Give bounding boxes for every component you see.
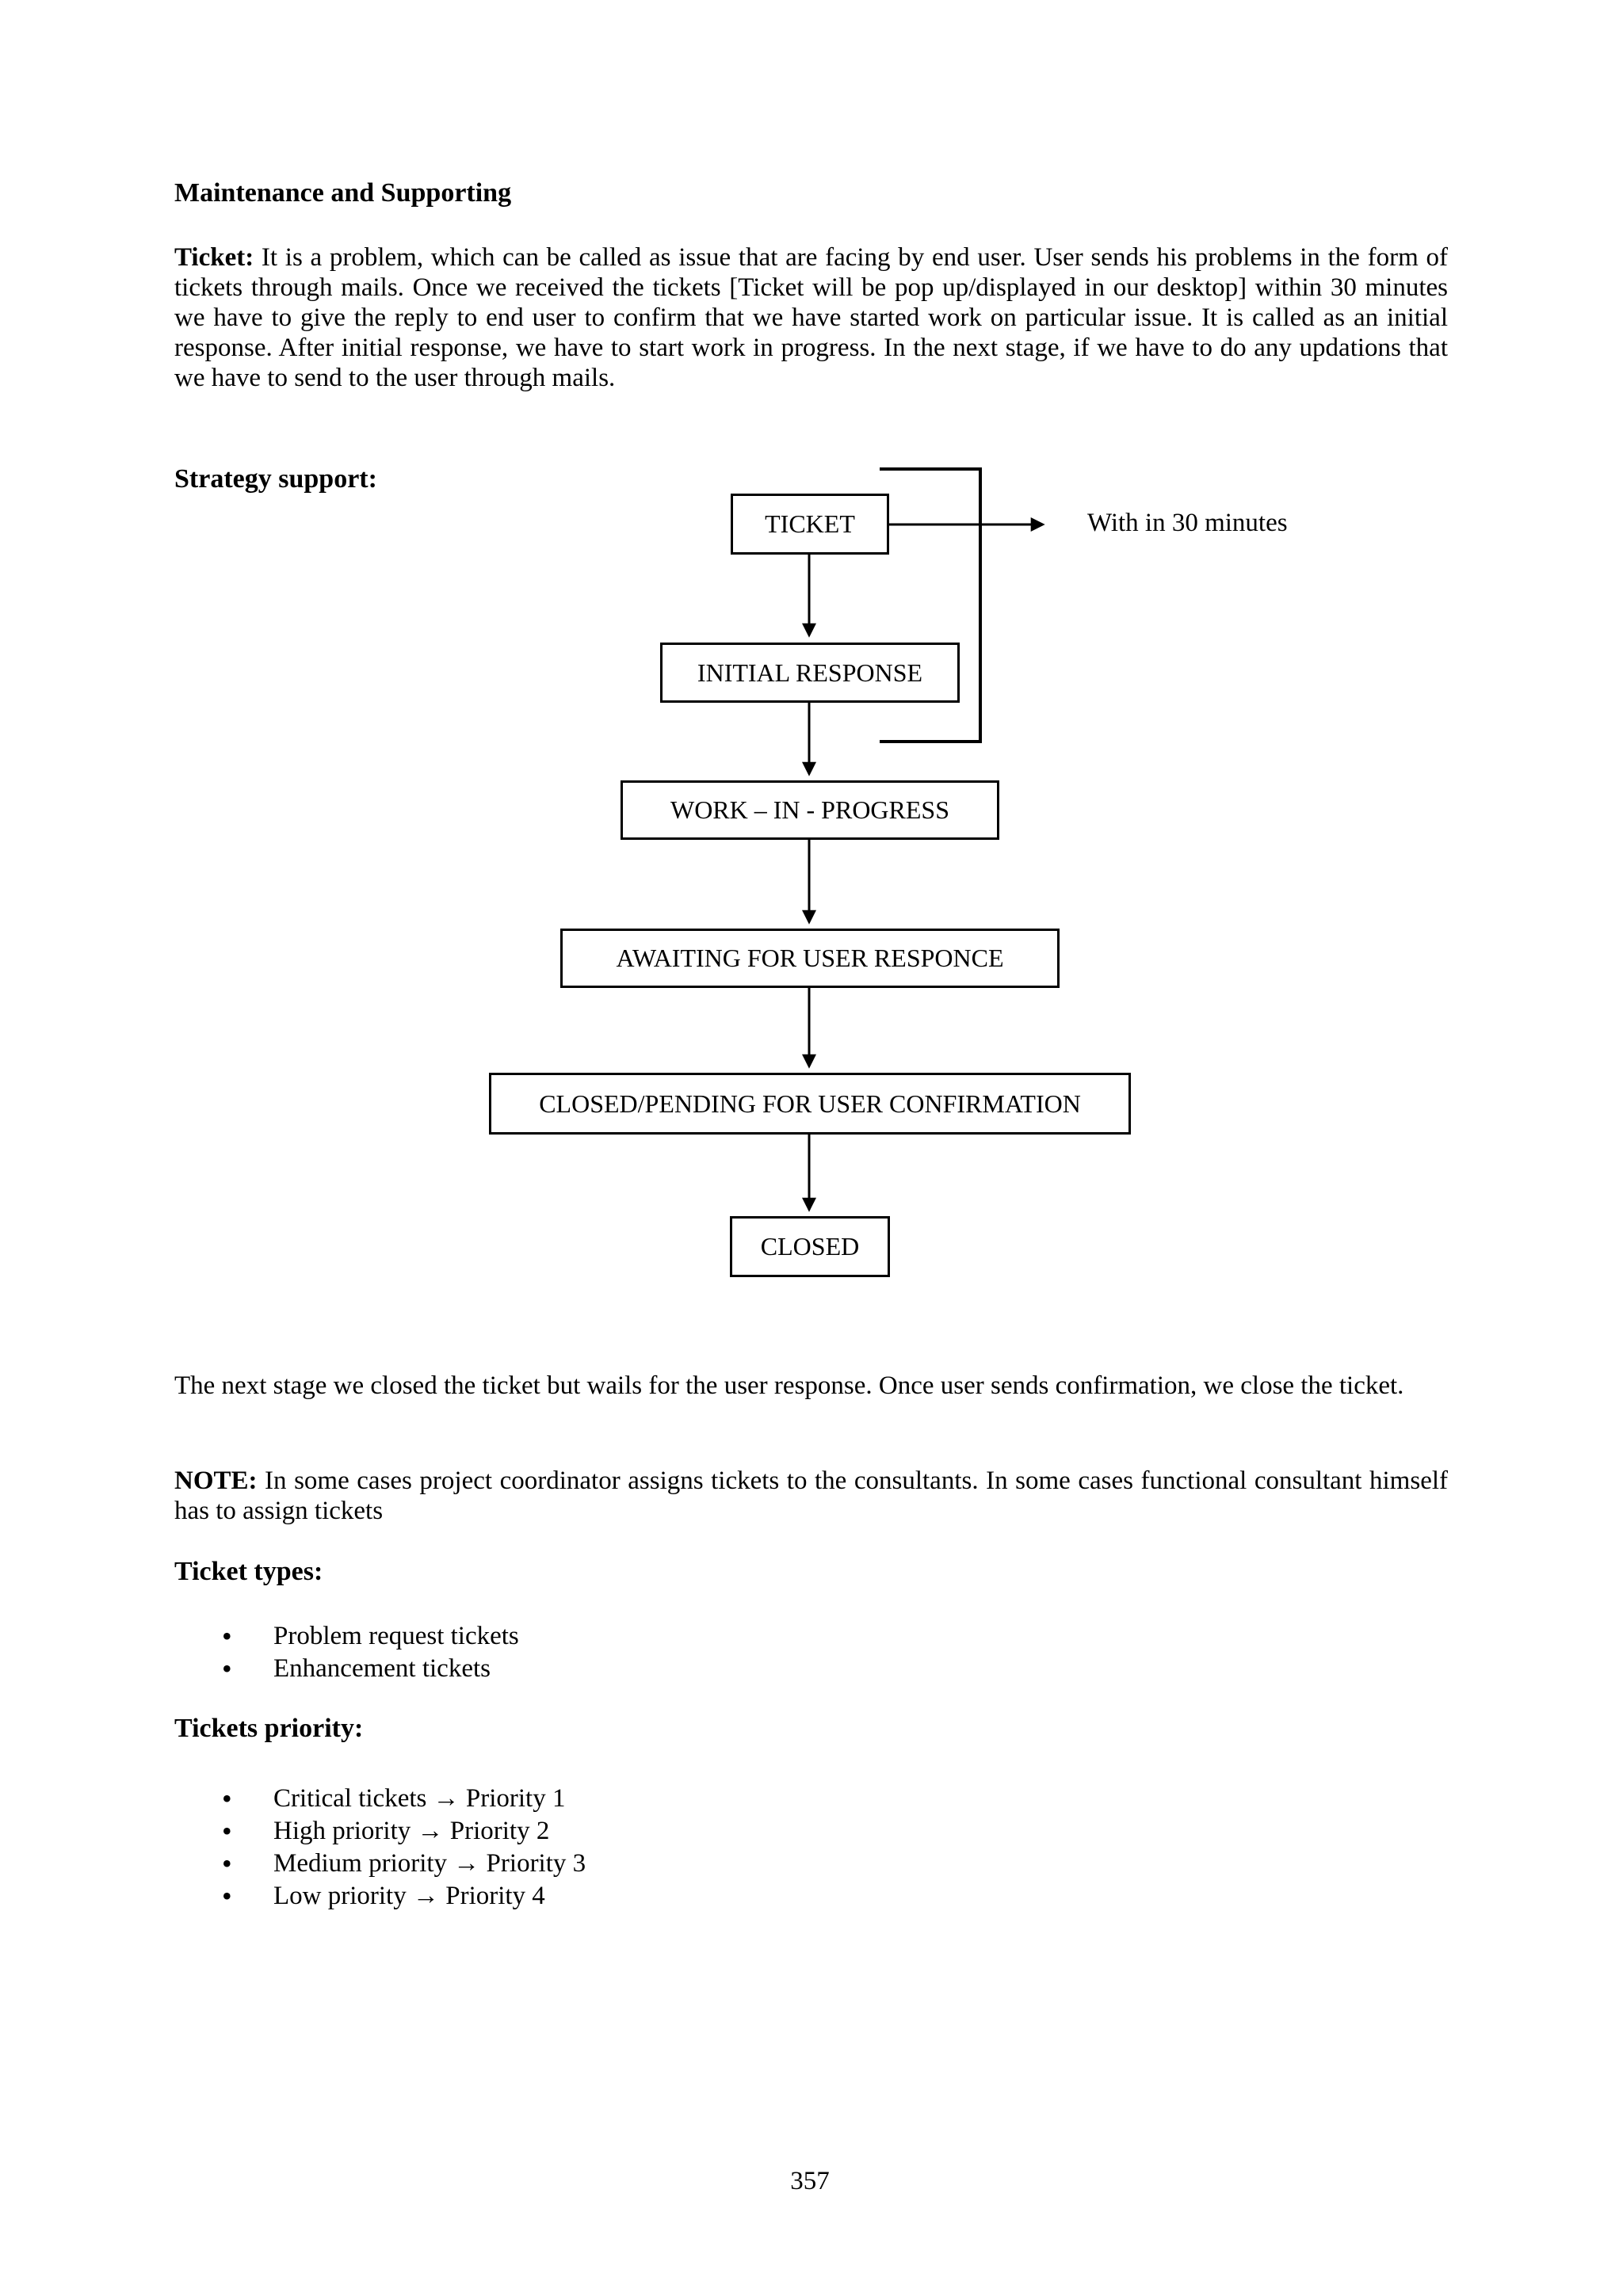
intro-body-text: It is a problem, which can be called as … bbox=[174, 243, 1448, 392]
page-number: 357 bbox=[790, 2167, 830, 2195]
bullet-marker: • bbox=[222, 1815, 232, 1847]
list-item: • Low priority → Priority 4 bbox=[174, 1880, 586, 1913]
bullet-marker: • bbox=[222, 1653, 232, 1684]
ticket-types-list: • Problem request tickets • Enhancement ti… bbox=[174, 1620, 519, 1685]
intro-lead-label: Ticket: bbox=[174, 243, 254, 272]
list-item-text: Medium priority → Priority 3 bbox=[273, 1849, 586, 1878]
intro-paragraph: Ticket: It is a problem, which can be ca… bbox=[174, 242, 1448, 393]
list-item-text: Critical tickets → Priority 1 bbox=[273, 1784, 566, 1813]
flowchart-node-ticket: TICKET bbox=[731, 494, 889, 555]
flowchart-node-initial-response: INITIAL RESPONSE bbox=[660, 643, 960, 703]
list-item-text: High priority → Priority 2 bbox=[273, 1817, 550, 1845]
note-body-text: In some cases project coordinator assign… bbox=[174, 1466, 1448, 1525]
list-item-text: Problem request tickets bbox=[273, 1622, 519, 1650]
flowchart-node-work-in-progress: WORK – IN - PROGRESS bbox=[621, 780, 999, 840]
flowchart-node-closed: CLOSED bbox=[730, 1216, 890, 1277]
note-paragraph: NOTE: In some cases project coordinator … bbox=[174, 1466, 1448, 1526]
page-title: Maintenance and Supporting bbox=[174, 178, 512, 208]
list-item: • Critical tickets → Priority 1 bbox=[174, 1783, 586, 1815]
tickets-priority-list: • Critical tickets → Priority 1 • High pri… bbox=[174, 1783, 586, 1913]
ticket-types-heading: Ticket types: bbox=[174, 1557, 323, 1586]
flowchart-node-closed-pending-confirmation: CLOSED/PENDING FOR USER CONFIRMATION bbox=[489, 1073, 1131, 1135]
list-item-text: Low priority → Priority 4 bbox=[273, 1882, 545, 1910]
bullet-marker: • bbox=[222, 1880, 232, 1912]
closing-paragraph: The next stage we closed the ticket but … bbox=[174, 1371, 1404, 1400]
list-item: • Enhancement tickets bbox=[174, 1653, 519, 1685]
bullet-marker: • bbox=[222, 1848, 232, 1879]
loop-bracket-line bbox=[880, 467, 982, 743]
list-item: • High priority → Priority 2 bbox=[174, 1815, 586, 1848]
thirty-minutes-annotation: With in 30 minutes bbox=[1087, 509, 1288, 537]
list-item: • Medium priority → Priority 3 bbox=[174, 1848, 586, 1880]
note-lead-label: NOTE: bbox=[174, 1466, 258, 1495]
tickets-priority-heading: Tickets priority: bbox=[174, 1714, 364, 1743]
flowchart-node-awaiting-user-responce: AWAITING FOR USER RESPONCE bbox=[560, 929, 1060, 988]
bullet-marker: • bbox=[222, 1783, 232, 1814]
strategy-support-heading: Strategy support: bbox=[174, 464, 377, 494]
list-item: • Problem request tickets bbox=[174, 1620, 519, 1653]
bullet-marker: • bbox=[222, 1620, 232, 1652]
list-item-text: Enhancement tickets bbox=[273, 1654, 491, 1683]
